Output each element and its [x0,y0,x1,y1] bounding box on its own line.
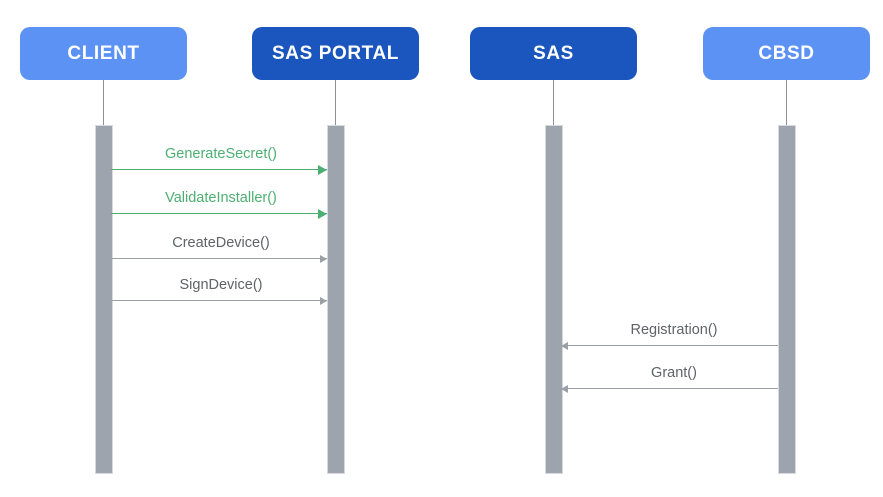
arrowhead-validate-installer [318,208,327,219]
activation-bar-sas [545,125,563,474]
arrowhead-generate-secret [318,164,327,175]
participant-label-client: CLIENT [67,42,140,64]
arrowhead-create-device [320,254,327,263]
activation-bar-client [95,125,113,474]
message-label-generate-secret: GenerateSecret() [164,146,278,162]
activation-bar-sas-portal [327,125,345,474]
message-line-validate-installer [111,213,327,215]
arrowhead-sign-device [320,296,327,305]
participant-header-sas[interactable]: SAS [470,27,637,80]
message-line-registration [561,345,778,346]
message-label-sign-device: SignDevice() [179,277,263,293]
message-line-create-device [111,258,327,259]
arrowhead-registration [561,341,568,350]
participant-header-client[interactable]: CLIENT [20,27,187,80]
lifeline-stem-cbsd [786,80,787,125]
message-label-create-device: CreateDevice() [172,235,270,251]
arrowhead-grant [561,384,568,393]
participant-header-sas-portal[interactable]: SAS PORTAL [252,27,419,80]
participant-label-cbsd: CBSD [758,42,815,64]
message-label-validate-installer: ValidateInstaller() [165,190,277,206]
message-line-sign-device [111,300,327,301]
lifeline-stem-client [103,80,104,125]
participant-label-sas-portal: SAS PORTAL [271,42,400,64]
message-label-registration: Registration() [630,322,718,338]
lifeline-stem-sas-portal [335,80,336,125]
lifeline-stem-sas [553,80,554,125]
message-line-generate-secret [111,169,327,171]
message-line-grant [561,388,778,389]
message-label-grant: Grant() [651,365,697,381]
activation-bar-cbsd [778,125,796,474]
participant-header-cbsd[interactable]: CBSD [703,27,870,80]
participant-label-sas: SAS [533,42,574,64]
